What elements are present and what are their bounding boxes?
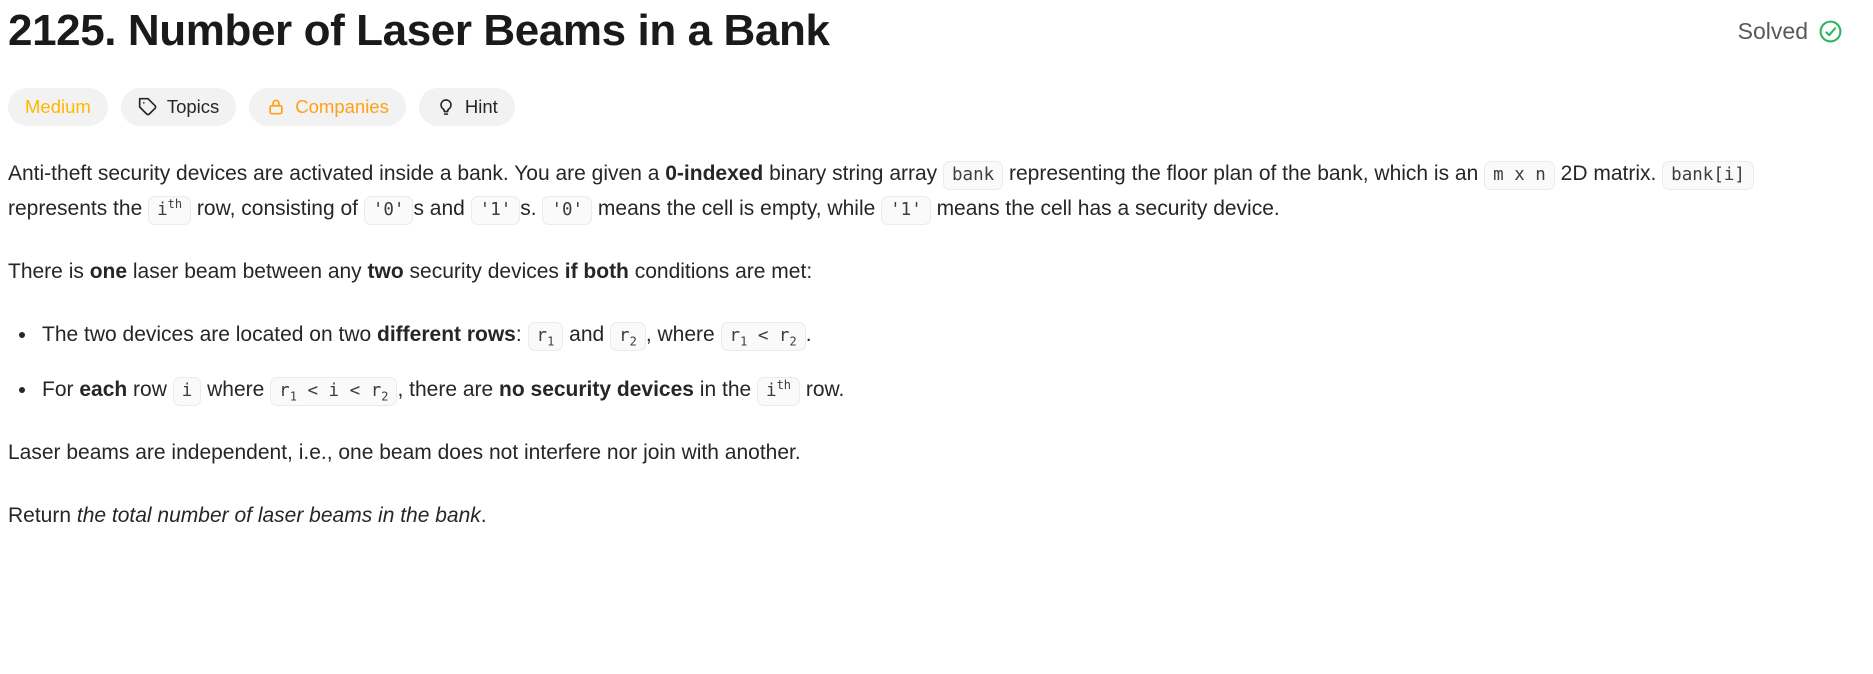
text-run: binary string array bbox=[763, 161, 943, 185]
text-run: means the cell has a security device. bbox=[930, 196, 1280, 220]
text-run: Return bbox=[8, 503, 77, 527]
paragraph: There is one laser beam between any two … bbox=[8, 254, 1843, 289]
inline-code: r1 bbox=[527, 321, 564, 351]
problem-description-page: 2125. Number of Laser Beams in a Bank So… bbox=[0, 0, 1873, 533]
hint-label: Hint bbox=[464, 95, 498, 117]
text-run: . bbox=[805, 322, 812, 346]
superscript: th bbox=[776, 377, 792, 392]
inline-code: bank[i] bbox=[1662, 160, 1754, 190]
difficulty-label: Medium bbox=[25, 95, 91, 117]
text-run: row, consisting of bbox=[191, 196, 364, 220]
paragraph: Anti-theft security devices are activate… bbox=[8, 156, 1843, 226]
text-run: , there are bbox=[397, 377, 500, 401]
text-run: and bbox=[563, 322, 611, 346]
hint-badge[interactable]: Hint bbox=[418, 87, 515, 126]
text-run: conditions are met: bbox=[628, 259, 813, 283]
text-run: 2D matrix. bbox=[1554, 161, 1663, 185]
condition-list: The two devices are located on two diffe… bbox=[8, 317, 1843, 407]
subscript: 2 bbox=[789, 334, 797, 349]
bold-text: different rows bbox=[377, 322, 516, 346]
subscript: 2 bbox=[629, 334, 637, 349]
text-run: . bbox=[480, 503, 487, 527]
inline-code: '1' bbox=[470, 195, 521, 225]
inline-code: '1' bbox=[881, 195, 931, 225]
inline-code: i bbox=[172, 376, 202, 406]
subscript: 1 bbox=[289, 389, 297, 404]
bold-text: two bbox=[367, 259, 404, 283]
text-run: : bbox=[515, 322, 528, 346]
text-run: security devices bbox=[403, 259, 565, 283]
bold-text: one bbox=[89, 259, 128, 283]
badges-row: Medium Topics Companies Hint bbox=[8, 87, 1843, 126]
text-run: There is bbox=[8, 259, 90, 283]
problem-title: 2125. Number of Laser Beams in a Bank bbox=[8, 6, 830, 55]
text-run: means the cell is empty, while bbox=[592, 196, 882, 220]
tag-icon bbox=[138, 97, 157, 116]
topics-label: Topics bbox=[166, 95, 220, 117]
superscript: th bbox=[167, 196, 183, 211]
problem-statement: Anti-theft security devices are activate… bbox=[8, 156, 1843, 533]
inline-code: bank bbox=[943, 160, 1004, 190]
check-circle-icon bbox=[1819, 20, 1842, 43]
text-run: s and bbox=[413, 196, 471, 220]
text-run: where bbox=[201, 377, 271, 401]
inline-code: '0' bbox=[542, 195, 593, 225]
status-label: Solved bbox=[1737, 17, 1808, 44]
text-run: laser beam between any bbox=[127, 259, 368, 283]
text-run: representing the floor plan of the bank,… bbox=[1003, 161, 1485, 185]
companies-label: Companies bbox=[295, 95, 389, 117]
text-run: s. bbox=[520, 196, 543, 220]
lightbulb-icon bbox=[440, 98, 452, 115]
inline-code: ith bbox=[148, 195, 192, 225]
text-run: in the bbox=[693, 377, 758, 401]
companies-badge[interactable]: Companies bbox=[249, 87, 406, 126]
paragraph: Return the total number of laser beams i… bbox=[8, 498, 1843, 533]
inline-code: r2 bbox=[610, 321, 646, 351]
inline-code: ith bbox=[757, 376, 801, 406]
paragraph: Laser beams are independent, i.e., one b… bbox=[8, 435, 1843, 470]
inline-code: m x n bbox=[1484, 160, 1555, 190]
list-item: The two devices are located on two diffe… bbox=[38, 317, 1843, 352]
text-run: row bbox=[127, 377, 173, 401]
list-item: For each row i where r1 < i < r2, there … bbox=[38, 372, 1843, 407]
inline-code: r1 < i < r2 bbox=[270, 376, 398, 406]
italic-text: the total number of laser beams in the b… bbox=[76, 503, 481, 527]
subscript: 1 bbox=[547, 334, 555, 349]
inline-code: '0' bbox=[363, 195, 414, 225]
bold-text: 0-indexed bbox=[665, 161, 764, 185]
bold-text: no security devices bbox=[499, 377, 694, 401]
difficulty-badge[interactable]: Medium bbox=[8, 87, 108, 126]
text-run: represents the bbox=[8, 196, 149, 220]
text-run: , where bbox=[645, 322, 721, 346]
subscript: 2 bbox=[381, 389, 389, 404]
text-run: row. bbox=[800, 377, 845, 401]
subscript: 1 bbox=[740, 334, 748, 349]
status-badge[interactable]: Solved bbox=[1738, 18, 1843, 45]
text-run: Anti-theft security devices are activate… bbox=[8, 161, 666, 185]
header: 2125. Number of Laser Beams in a Bank So… bbox=[8, 6, 1843, 57]
topics-badge[interactable]: Topics bbox=[120, 87, 237, 126]
bold-text: each bbox=[79, 377, 128, 401]
text-run: Laser beams are independent, i.e., one b… bbox=[8, 440, 801, 464]
bold-text: if both bbox=[564, 259, 629, 283]
text-run: The two devices are located on two bbox=[42, 322, 378, 346]
lock-icon bbox=[269, 99, 283, 115]
inline-code: r1 < r2 bbox=[720, 321, 806, 351]
text-run: For bbox=[42, 377, 80, 401]
